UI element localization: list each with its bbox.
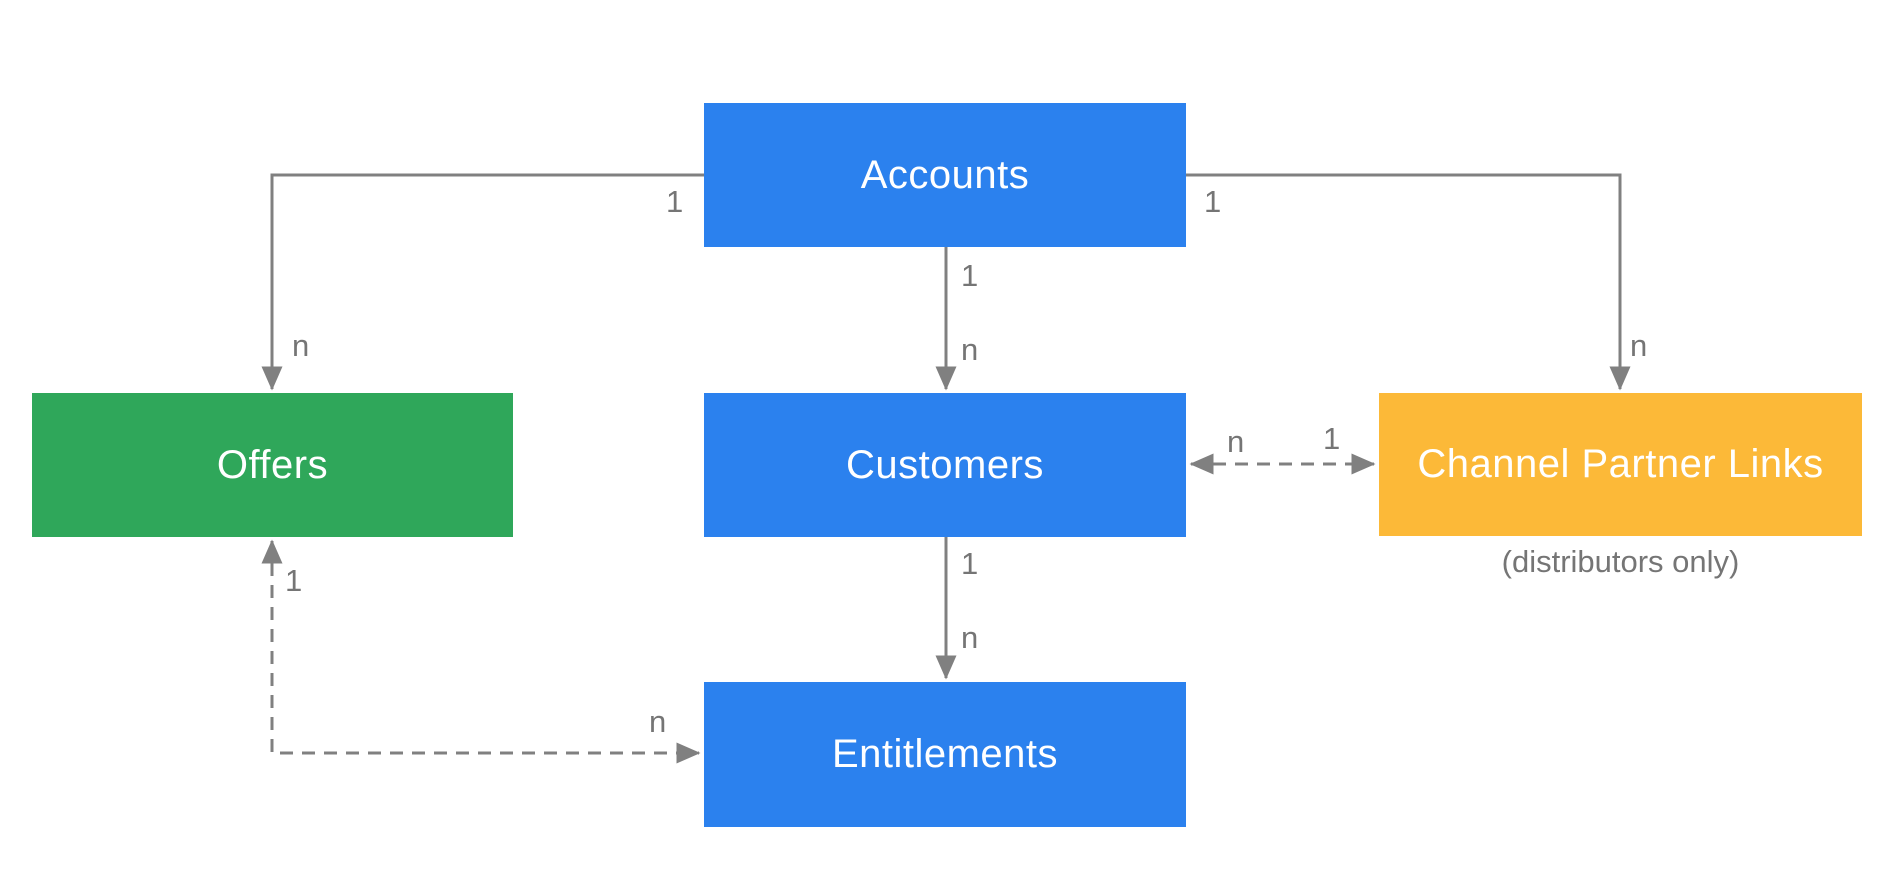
cardinality-accounts-cpl-many: n xyxy=(1630,328,1648,363)
edge-offers-entitlements xyxy=(261,539,701,764)
node-accounts: Accounts xyxy=(704,103,1186,247)
cardinality-customers-cpl-many: n xyxy=(1227,424,1245,459)
node-customers-label: Customers xyxy=(846,442,1044,487)
channel-partner-links-caption: (distributors only) xyxy=(1501,544,1740,579)
cardinality-accounts-offers-one: 1 xyxy=(666,184,684,219)
node-customers: Customers xyxy=(704,393,1186,537)
node-offers: Offers xyxy=(32,393,513,537)
node-accounts-label: Accounts xyxy=(860,152,1030,197)
node-offers-label: Offers xyxy=(216,442,329,487)
edge-accounts-offers xyxy=(261,173,704,391)
cardinality-customers-cpl-one: 1 xyxy=(1323,421,1341,456)
cardinality-accounts-cpl-one: 1 xyxy=(1204,184,1222,219)
cardinality-customers-entitlements-one: 1 xyxy=(961,546,979,581)
cardinality-accounts-customers-many: n xyxy=(961,332,979,367)
node-entitlements-label: Entitlements xyxy=(831,732,1059,776)
cardinality-accounts-offers-many: n xyxy=(292,328,310,363)
node-channel-partner-links: Channel Partner Links xyxy=(1379,393,1862,536)
edge-accounts-channel-partner-links xyxy=(1186,173,1631,391)
cardinality-customers-entitlements-many: n xyxy=(961,620,979,655)
cardinality-offers-entitlements-one: 1 xyxy=(285,563,303,598)
node-entitlements: Entitlements xyxy=(704,682,1186,827)
node-channel-partner-links-label: Channel Partner Links xyxy=(1417,442,1824,486)
cardinality-accounts-customers-one: 1 xyxy=(961,258,979,293)
cardinality-offers-entitlements-many: n xyxy=(649,704,667,739)
